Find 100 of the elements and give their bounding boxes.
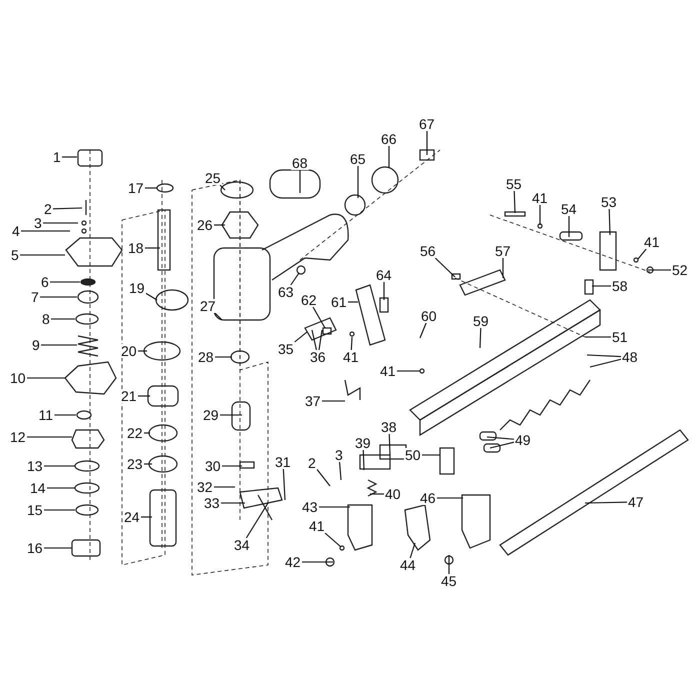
callout-number: 55: [505, 177, 523, 191]
callout-number: 48: [621, 350, 639, 364]
callout-number: 3: [334, 448, 344, 462]
leader-line: [47, 487, 75, 489]
callout-number: 34: [233, 538, 251, 552]
leader-line: [44, 547, 72, 549]
callout-number: 11: [38, 408, 54, 422]
leader-line: [215, 356, 232, 358]
leader-line: [590, 358, 622, 368]
leader-line: [214, 312, 222, 320]
callout-number: 47: [627, 495, 645, 509]
leader-line: [246, 502, 268, 538]
callout-number: 50: [404, 448, 422, 462]
callout-number: 9: [31, 338, 41, 352]
callout-number: 60: [420, 309, 438, 323]
leader-line: [608, 208, 611, 236]
callout-number: 1: [52, 150, 62, 164]
leader-line: [27, 377, 65, 379]
leader-line: [586, 354, 622, 358]
callout-number: 13: [26, 459, 44, 473]
callout-number: 6: [40, 275, 50, 289]
leader-line: [311, 330, 317, 350]
callout-number: 27: [199, 299, 217, 313]
leader-line: [539, 205, 541, 225]
callout-number: 4: [11, 224, 21, 238]
callout-number: 41: [308, 519, 326, 533]
leader-line: [514, 190, 516, 214]
leader-line: [584, 502, 628, 504]
callout-number: 59: [472, 314, 490, 328]
leader-line: [50, 281, 80, 283]
leader-line: [397, 370, 420, 372]
callout-number: 22: [126, 426, 144, 440]
leader-line: [638, 248, 647, 260]
leader-line: [316, 469, 330, 486]
callout-number: 18: [127, 241, 145, 255]
callout-number: 12: [9, 430, 27, 444]
leader-line: [648, 269, 671, 271]
callout-number: 62: [300, 293, 318, 307]
callout-number: 3: [33, 216, 43, 230]
leader-line: [214, 486, 235, 488]
callout-number: 23: [126, 457, 144, 471]
leader-line: [54, 414, 76, 416]
leader-line: [434, 258, 456, 278]
leader-line: [51, 318, 75, 320]
callout-number: 7: [30, 290, 40, 304]
leader-line: [144, 463, 152, 465]
leader-line: [52, 207, 82, 210]
callout-number: 40: [384, 487, 402, 501]
leader-line: [43, 222, 78, 224]
leader-line: [362, 450, 365, 470]
leader-line: [290, 272, 300, 286]
leader-line: [44, 509, 75, 511]
callout-number: 16: [26, 541, 44, 555]
callout-number: 57: [494, 244, 512, 258]
callout-number: 8: [41, 312, 51, 326]
leader-line: [592, 285, 611, 287]
leader-line: [339, 462, 342, 480]
callout-number: 26: [196, 218, 214, 232]
callout-number: 66: [380, 132, 398, 146]
callout-number: 32: [196, 480, 214, 494]
callout-number: 49: [514, 433, 532, 447]
callout-number: 41: [379, 364, 397, 378]
leader-line: [422, 454, 440, 456]
leader-line: [21, 230, 70, 232]
callout-number: 19: [128, 281, 146, 295]
leader-line: [144, 432, 150, 434]
leader-line: [370, 493, 384, 495]
leader-line: [222, 465, 242, 467]
callout-number: 5: [10, 248, 20, 262]
leader-line: [437, 497, 463, 499]
callout-number: 44: [399, 558, 417, 572]
callout-number: 33: [203, 496, 221, 510]
leader-line: [585, 336, 611, 338]
leader-line: [322, 400, 345, 402]
callout-number: 53: [600, 195, 618, 209]
callout-number: 52: [671, 263, 689, 277]
callout-number: 41: [643, 235, 661, 249]
callout-number: 58: [611, 279, 629, 293]
callout-number: 10: [9, 371, 27, 385]
callout-number: 45: [440, 574, 458, 588]
leader-line: [41, 344, 77, 346]
callout-number: 61: [330, 295, 348, 309]
callout-number: 41: [531, 191, 549, 205]
callout-number: 20: [120, 344, 138, 358]
callout-number: 37: [304, 394, 322, 408]
leader-line: [479, 328, 482, 348]
callout-number: 43: [301, 500, 319, 514]
callout-number: 38: [380, 420, 398, 434]
callout-number: 15: [26, 503, 44, 517]
leader-line: [486, 436, 514, 440]
callout-number: 28: [197, 350, 215, 364]
callout-number: 30: [204, 459, 222, 473]
callout-number: 36: [309, 350, 327, 364]
leader-line: [220, 414, 242, 416]
leader-line: [138, 395, 150, 397]
leader-line: [282, 468, 286, 500]
callout-number: 39: [354, 436, 372, 450]
leader-line: [40, 296, 77, 298]
callout-number: 65: [349, 152, 367, 166]
leader-line: [146, 292, 158, 300]
